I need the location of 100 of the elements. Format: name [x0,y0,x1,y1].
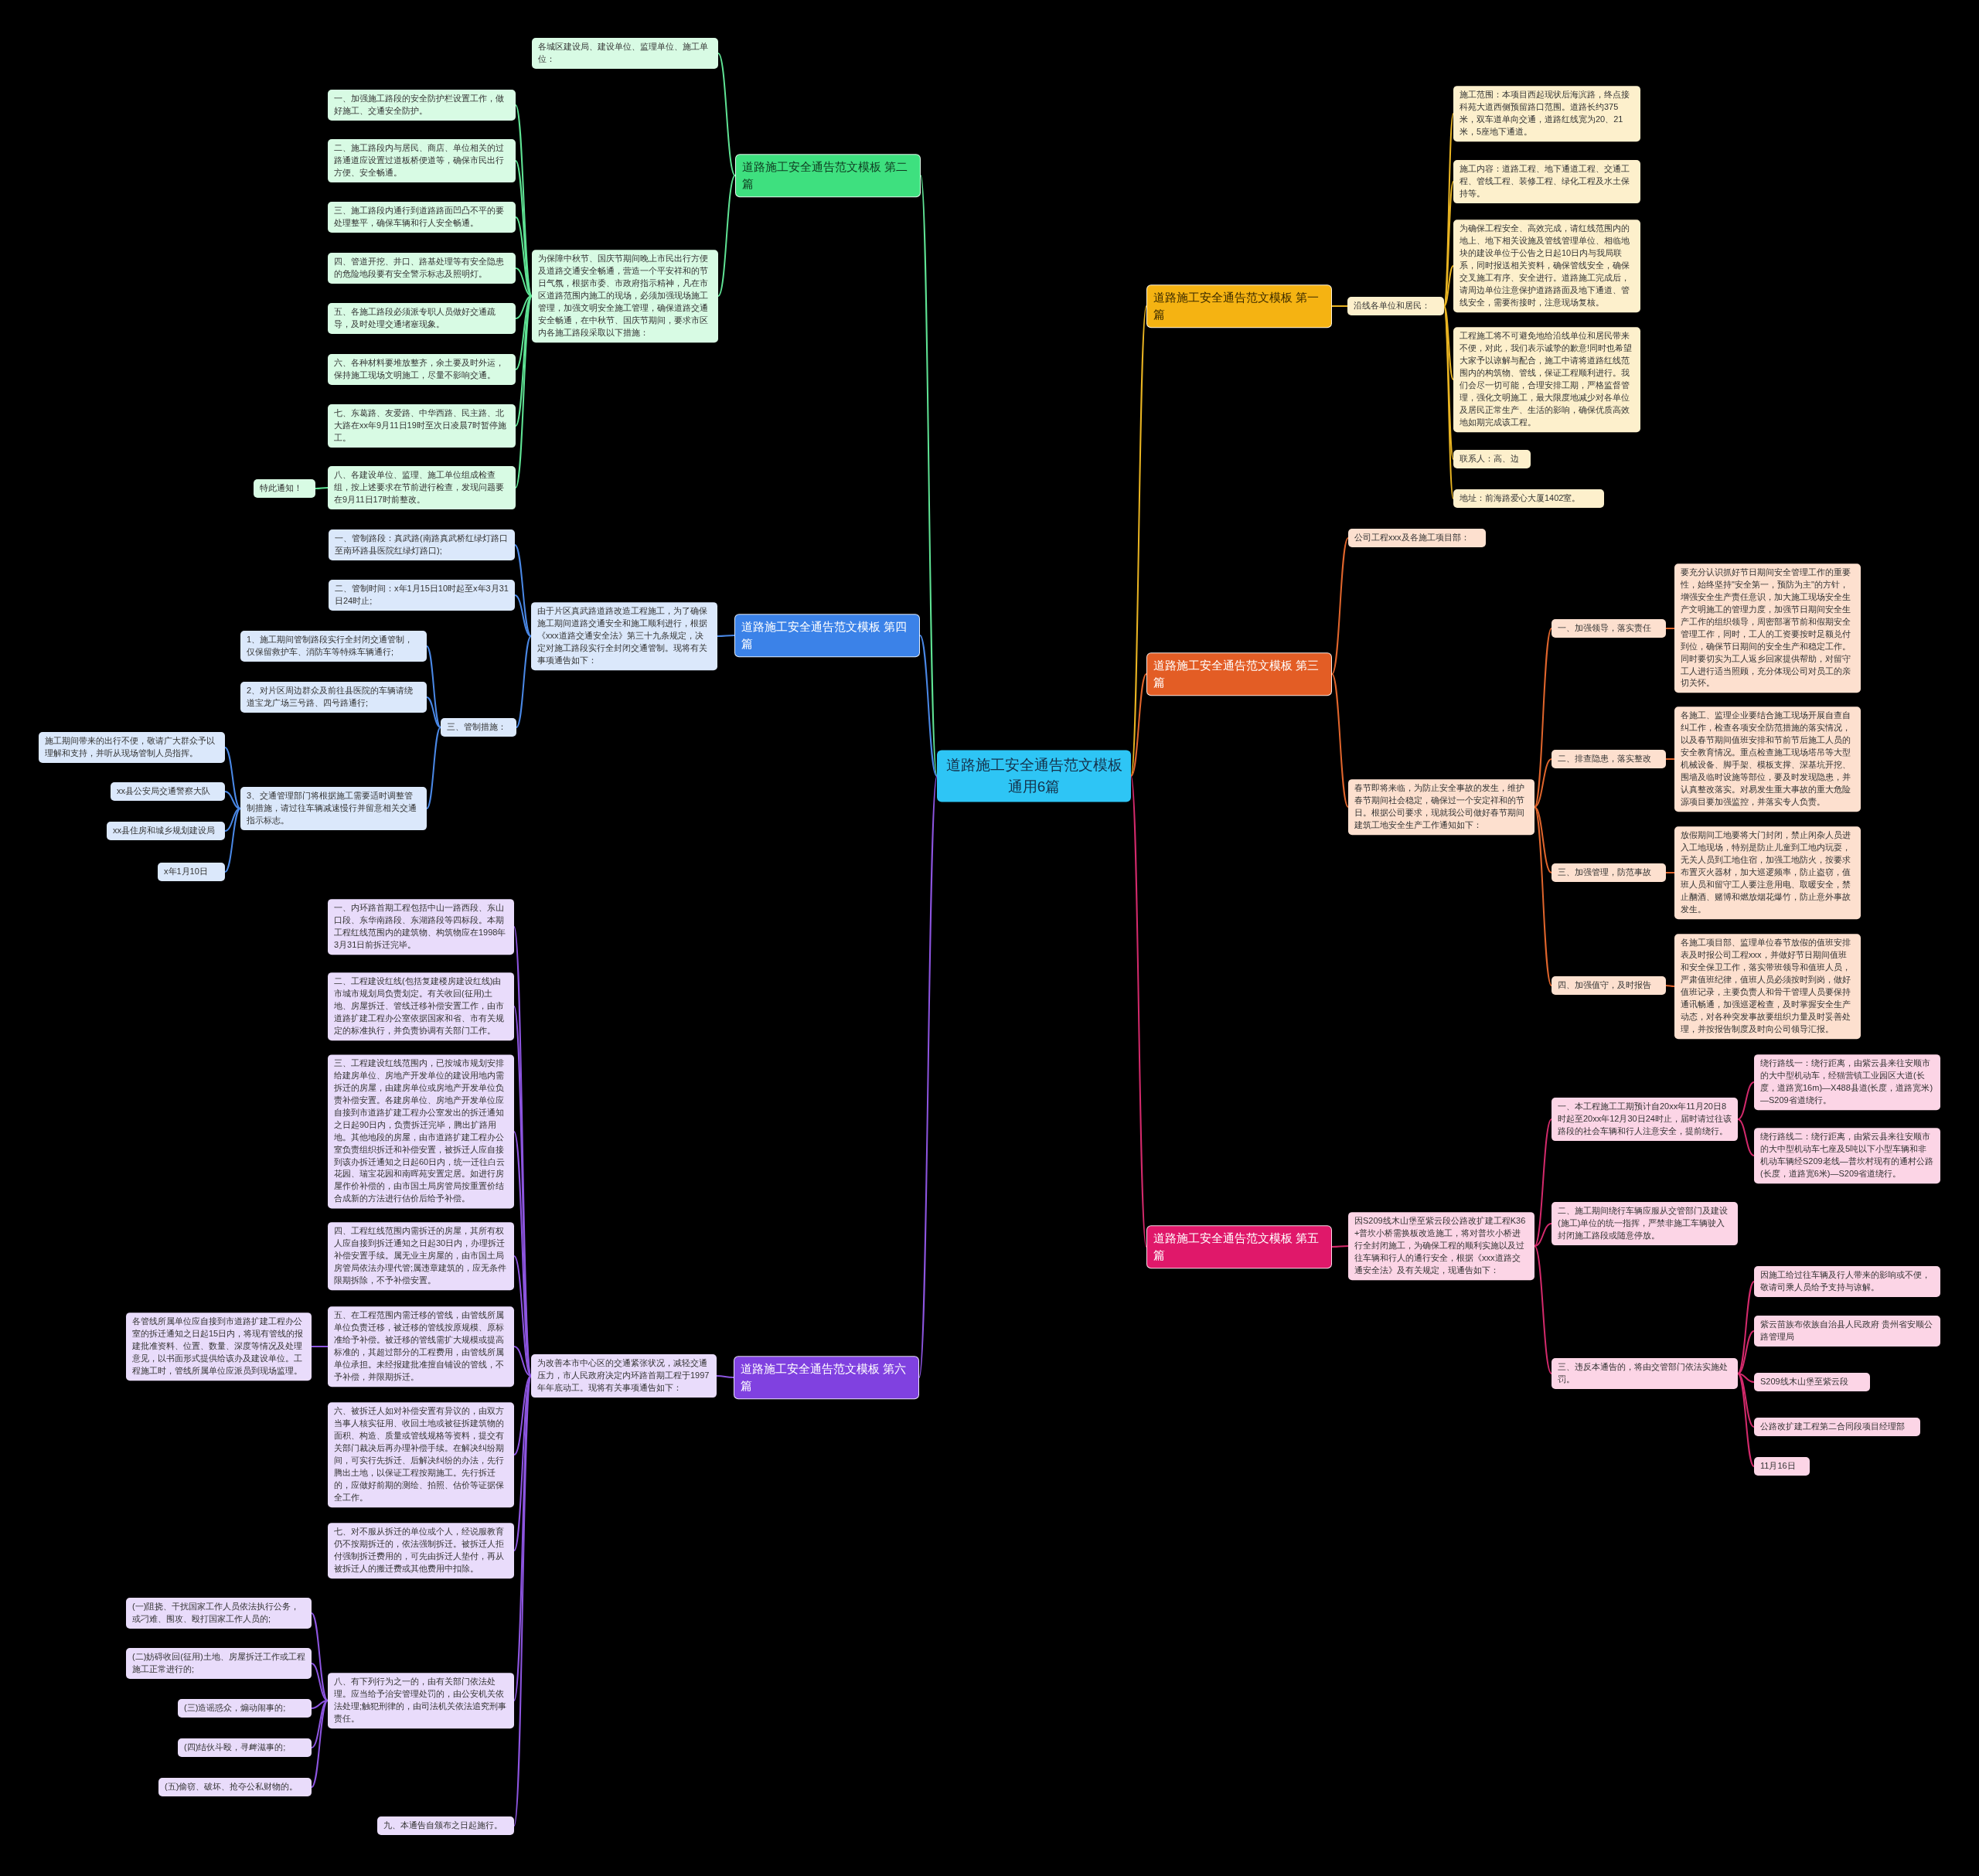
topic-text: 联系人：高、边 [1460,453,1520,465]
subtopic-box [328,202,516,233]
connector-line [1534,806,1552,986]
topic-text: 六、各种材料要堆放整齐，余土要及时外运，保持施工现场文明施工，尽量不影响交通。 [334,357,505,381]
connector-line [1443,305,1454,380]
connector-line [224,808,241,832]
connector-line [1534,758,1552,808]
topic-text: 1、施工期间管制路段实行全封闭交通管制，仅保留救护车、消防车等特殊车辆通行; [247,634,414,658]
subtopic-box [328,1523,514,1578]
subtopic-box [158,1778,312,1796]
topic-text: 公路改扩建工程第二合同段项目经理部 [1760,1421,1906,1433]
subtopic-box [240,682,427,713]
subtopic-box [328,354,516,385]
subtopic-box [240,631,427,662]
subtopic-box [1754,1373,1870,1391]
topic-text: 五、各施工路段必须派专职人员做好交通疏导，及时处理交通堵塞现象。 [334,306,496,330]
topic-text: 为改善本市中心区的交通紧张状况，减轻交通压力，市人民政府决定内环路首期工程于1997年年底动工。现将有关事项通告如下： [537,1357,710,1394]
topic-text: 3、交通管理部门将根据施工需要适时调整管制措施，请过往车辆减速慢行并留意相关交通指示标志。 [247,790,417,826]
connector-line [426,645,441,728]
connector-line [1331,673,1349,808]
topic-text: (五)偷窃、破坏、抢夺公私财物的。 [165,1781,299,1793]
connector-line [311,1663,329,1701]
connector-line [1737,1281,1755,1374]
subtopic-box [254,479,315,498]
subtopic-box [1552,1098,1738,1141]
connector-line [1443,265,1454,307]
connector-line [716,1375,734,1378]
topic-text: (三)造谣惑众，煽动闹事的; [184,1702,287,1714]
subtopic-box [532,38,718,69]
connector-line [513,1255,532,1377]
connector-line [918,775,938,1378]
subtopic-box [328,1306,514,1387]
topic-text: 为确保工程安全、高效完成，请红线范围内的地上、地下相关设施及管线管理单位、相临地块的建设单位于公告之日起10日内与我局联系，同时报送相关资料，确保管线安全，确保交叉施工有序、安全进行。道路施工完成后，请周边单位注意保护道路路面及地下通道、管线安全，需要衔接时，注意现场复核。 [1460,223,1630,308]
subtopic-box [1552,1202,1738,1245]
branch-topic-box [1146,652,1332,696]
connector-line [513,1346,532,1377]
connector-line [1665,985,1675,987]
topic-text: S209线木山堡至紫云段 [1760,1376,1849,1388]
connector-line [1331,537,1349,675]
subtopic-box [1674,826,1861,919]
topic-text: 道路施工安全通告范文模板 第二篇 [742,159,909,192]
topic-text: 三、加强管理，防范事故 [1558,867,1652,879]
connector-line [515,295,533,489]
subtopic-box [178,1738,312,1757]
branch-topic-box [734,614,920,657]
connector-line [224,808,241,873]
subtopic-box [328,90,516,121]
subtopic-box [329,580,515,611]
topic-text: 四、管道开挖、井口、路基处理等有安全隐患的危险地段要有安全警示标志及照明灯。 [334,256,505,280]
topic-text: (一)阻挠、干扰国家工作人员依法执行公务，或刁难、围攻、殴打国家工作人员的; [132,1601,301,1625]
connector-line [1130,673,1147,777]
topic-text: 二、施工期间绕行车辆应服从交管部门及建设(施工)单位的统一指挥，严禁非施工车辆驶入封闭施工路段或随意停放。 [1558,1205,1729,1241]
subtopic-box [1552,863,1666,882]
subtopic-box [107,822,225,840]
topic-text: 施工范围：本项目西起现状后海滨路，终点接科苑大道西侧预留路口范围。道路长约375米，双车道单向交通，道路红线宽为20、21米，5座地下通道。 [1460,89,1630,138]
connector-line [717,175,736,297]
subtopic-box [329,529,515,560]
connector-line [1534,1118,1552,1247]
connector-line [514,544,532,637]
topic-text: 各施工、监理企业要结合施工现场开展自查自纠工作，检查各项安全防范措施的落实情况，以及春节期间值班安排和节前节后施工人员的安全教育情况。重点检查施工现场塔吊等大型机械设备、脚手架、模板支撑、深基坑开挖、围墙及临时设施等部位，要及时发现隐患，并认真整改落实。对易发生重大事故的重大危险源项目要加强监控，并落实专人负责。 [1681,710,1851,808]
subtopic-box [1348,529,1486,547]
connector-line [1737,1373,1755,1467]
subtopic-box [1453,489,1604,508]
connector-line [1443,181,1454,307]
topic-text: 各城区建设局、建设单位、监理单位、施工单位： [538,41,709,65]
topic-text: 二、管制时间：x年1月15日10时起至x年3月31日24时止; [335,583,509,607]
subtopic-box [328,404,516,448]
connector-line [1534,806,1552,873]
topic-text: 施工期间带来的出行不便，敬请广大群众予以理解和支持，并听从现场管制人员指挥。 [45,735,216,759]
topic-text: 地址：前海路爱心大厦1402室。 [1460,492,1582,505]
connector-line [224,747,241,809]
topic-text: 道路施工安全通告范文模板 第三篇 [1153,658,1320,690]
topic-text: 四、工程红线范围内需拆迁的房屋，其所有权人应自接到拆迁通知之日起30日内，办理拆迁补偿安置手续。属无业主房屋的，由市国土局房管局依法办理代管;属违章建筑的，应无条件限期拆除，不予补偿安置。 [334,1225,508,1286]
topic-text: x年1月10日 [164,866,209,878]
connector-line [1665,758,1675,760]
topic-text: 沿线各单位和居民： [1354,300,1431,312]
topic-text: 四、加强值守，及时报告 [1558,979,1652,992]
connector-line [1737,1373,1755,1383]
connector-line [717,635,735,637]
connector-line [426,696,441,728]
topic-text: 一、内环路首期工程包括中山一路西段、东山口段、东华南路段、东湖路段等四标段。本期工程红线范围内的建筑物、构筑物应在1998年3月31日前拆迁完毕。 [334,902,507,951]
subtopic-box [1453,86,1640,141]
connector-line [919,635,938,777]
topic-text: (四)结伙斗殴，寻衅滋事的; [184,1742,287,1754]
subtopic-box [1552,1358,1738,1389]
connector-line [1331,1245,1349,1248]
topic-text: 七、对不服从拆迁的单位或个人，经说服教育仍不按期拆迁的，依法强制拆迁。被拆迁人拒付强制拆迁费用的，可先由拆迁人垫付，再从被拆迁人的搬迁费或其他费用中扣除。 [334,1526,505,1575]
subtopic-box [1552,976,1666,995]
connector-line [1534,1245,1552,1374]
topic-text: 三、管制措施： [447,721,507,734]
topic-text: 九、本通告自颁布之日起施行。 [383,1820,503,1832]
connector-line [1534,628,1552,808]
topic-text: 绕行路线一：绕行距离，由紫云县来往安顺市的大中型机动车，经猫营镇工业园区大道(长度，道路宽16m)—X488县道(长度，道路宽米)—S209省道绕行。 [1760,1057,1934,1106]
subtopic-box [126,1598,312,1629]
connector-line [224,791,241,809]
subtopic-box [328,972,514,1040]
subtopic-box [39,732,225,763]
connector-line [1665,872,1675,873]
connector-line [1443,305,1454,460]
connector-line [1130,305,1147,777]
